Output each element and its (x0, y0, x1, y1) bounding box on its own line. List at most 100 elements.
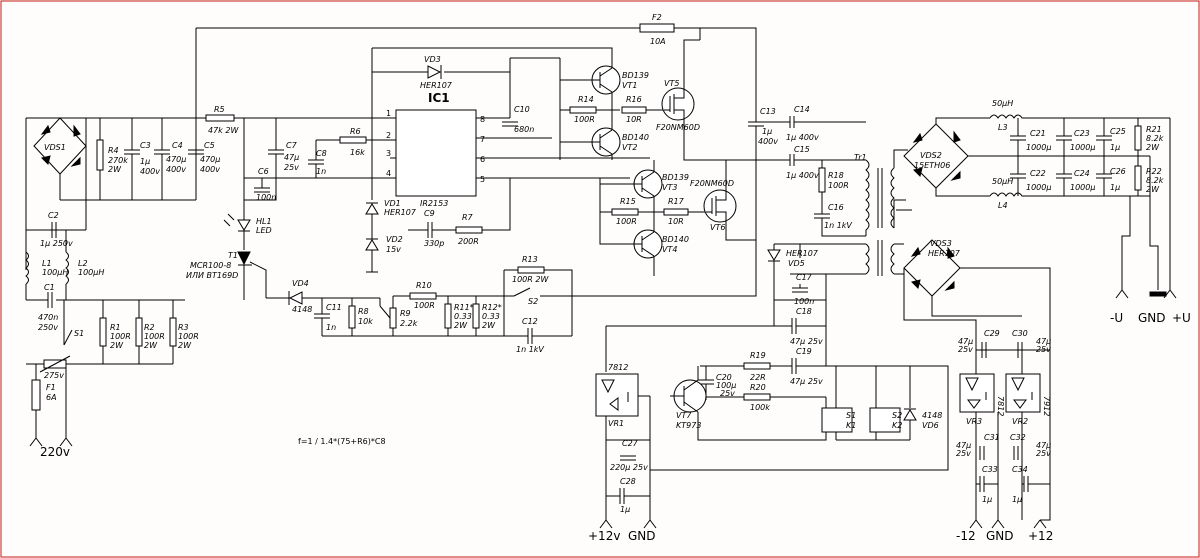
r13-value: 100R 2W (512, 275, 549, 284)
out-12v-label: +12v (588, 529, 620, 543)
r14-resistor: R14 100R (560, 95, 612, 124)
c23-value: 1000µ (1070, 143, 1095, 152)
c2-capacitor: C2 1µ 250v (26, 211, 86, 248)
vt3-part: BD139 (662, 173, 689, 182)
r17-value: 10R (668, 217, 684, 226)
c10-capacitor: C10 680n (502, 57, 560, 134)
r18-resistor: R18 100R (818, 160, 849, 214)
c3-label: C3 (140, 141, 151, 150)
c34-value: 1µ (1012, 495, 1022, 504)
c1-value: 470n (38, 313, 58, 322)
vt1-part: BD139 (622, 71, 649, 80)
r21-resistor: R21 8.2k 2W (1134, 118, 1164, 156)
k2-label: K2 (892, 421, 902, 430)
vt1-transistor: BD139 VT1 (591, 65, 649, 95)
vd5-diode: HER107 VD5 (767, 243, 819, 326)
l3-inductor: 50µH L3 (989, 99, 1150, 132)
c30-voltage: 25v (1036, 345, 1051, 354)
r12-label: R12* (482, 303, 502, 312)
vt6-mosfet: F20NM60D VT6 (690, 179, 737, 232)
r17-label: R17 (668, 197, 685, 206)
c32-voltage: 25v (1036, 449, 1051, 458)
r19-label: R19 (750, 351, 766, 360)
c26-label: C26 (1110, 167, 1126, 176)
bridge-vds2: VDS2 15ETH06 (903, 123, 969, 189)
c6-capacitor: C6 100n (254, 167, 276, 202)
vd6-diode: 4148 VD6 (903, 408, 942, 440)
c4-label: C4 (172, 141, 183, 150)
r6-label: R6 (350, 127, 361, 136)
vd6-label: VD6 (922, 421, 939, 430)
l2-label: L2 (78, 259, 88, 268)
r2-power: 2W (144, 341, 158, 350)
vt6-label: VT6 (710, 223, 725, 232)
vr3-regulator: VR3 7812 (959, 373, 1005, 426)
vt6-part: F20NM60D (690, 179, 734, 188)
r14-label: R14 (578, 95, 594, 104)
r1-power: 2W (110, 341, 124, 350)
r22-resistor: R22 8.2k 2W (1134, 156, 1164, 196)
c21-capacitor: C21 1000µ (1010, 118, 1051, 156)
vd1-diode: VD1 HER107 (365, 199, 417, 240)
l1-inductor: L1 100µH (25, 251, 68, 285)
vr3-part: 7812 (996, 396, 1005, 416)
r21-value: 8.2k (1146, 134, 1164, 143)
c24-capacitor: C24 1000µ (1056, 156, 1095, 196)
c17-label: C17 (796, 273, 813, 282)
s1-switch: S1 (63, 300, 84, 346)
r9-value: 2.2k (400, 319, 418, 328)
f2-fuse: F2 10A (639, 13, 701, 46)
l3-label: L3 (998, 123, 1008, 132)
c16-capacitor: C16 1n 1kV (814, 203, 866, 237)
r7-value: 200R (458, 237, 479, 246)
vr2-part: 7912 (1042, 396, 1051, 416)
r19-value: 22R (750, 373, 766, 382)
ic1-pin8: 8 (480, 115, 485, 124)
f2-label: F2 (652, 13, 662, 22)
c1-label: C1 (44, 283, 55, 292)
r4-value: 270k (108, 156, 128, 165)
vt4-label: VT4 (662, 245, 677, 254)
vds3-value: HER107 (928, 249, 961, 258)
vd4-label: VD4 (292, 279, 309, 288)
ic1-ir2153: IC1 IR2153 1 2 3 4 5 6 7 8 (372, 91, 650, 208)
t1-alt-part: ИЛИ BT169D (186, 271, 238, 280)
l2-value: 100µH (78, 268, 104, 277)
r1-resistor: R1 100R 2W (99, 300, 131, 364)
c14-capacitor: C14 1µ 400v (786, 105, 866, 142)
c33-label: C33 (982, 465, 998, 474)
r11-label: R11* (454, 303, 474, 312)
c4-value: 470µ (166, 155, 186, 164)
c28-label: C28 (620, 477, 636, 486)
r15-resistor: R15 100R (600, 197, 654, 226)
vt4-part: BD140 (662, 235, 689, 244)
t1-thyristor: T1 MCR100-8 ИЛИ BT169D (186, 251, 267, 300)
c25-value: 1µ (1110, 143, 1120, 152)
l1-value: 100µH (42, 268, 68, 277)
c21-label: C21 (1030, 129, 1046, 138)
r13-resistor: R13 100R 2W (504, 255, 573, 336)
r3-label: R3 (178, 323, 189, 332)
c30-value: 47µ (1036, 337, 1051, 346)
vds2-value: 15ETH06 (914, 161, 950, 170)
r11-resistor: R11* 0.33 2W (444, 296, 474, 336)
vd3-diode: VD3 HER107 (372, 55, 511, 118)
out-gnd2-label: GND (986, 529, 1014, 543)
vt5-part: F20NM60D (656, 123, 700, 132)
hl1-value: LED (256, 226, 272, 235)
hl1-label: HL1 (256, 217, 272, 226)
frequency-formula: f=1 / 1.4*(75+R6)*C8 (298, 437, 386, 446)
r18-label: R18 (828, 171, 844, 180)
r16-label: R16 (626, 95, 642, 104)
c25-label: C25 (1110, 127, 1126, 136)
c4-capacitor: C4 470µ 400v (154, 118, 186, 200)
vt3-transistor: BD139 VT3 (633, 169, 689, 199)
c15-value: 1µ 400v (786, 171, 819, 180)
c5-capacitor: C5 470µ 400v (188, 118, 220, 174)
c3-value: 1µ (140, 157, 150, 166)
c3-voltage: 400v (140, 167, 160, 176)
c31-value: 47µ (956, 441, 971, 450)
k1-label: K1 (846, 421, 856, 430)
tr1-label: Tr1 (854, 153, 867, 162)
